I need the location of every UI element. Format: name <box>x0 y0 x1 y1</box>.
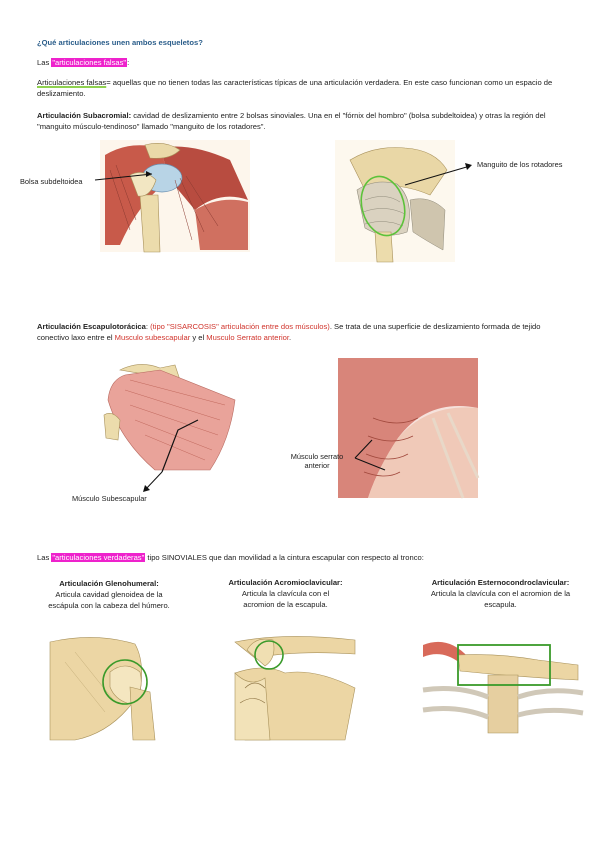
serratus-illustration <box>338 358 480 499</box>
falsas-suffix: : <box>127 58 130 67</box>
acromioclavicular-desc: Articula la clavícula con el acromion de… <box>241 589 330 609</box>
subscapularis-illustration <box>100 360 240 473</box>
escapulo-term: Articulación Escapulotorácica <box>37 322 146 331</box>
subacromial-paragraph: Articulación Subacromial: cavidad de des… <box>37 110 572 132</box>
glenohumeral-desc: Articula cavidad glenoidea de la escápul… <box>48 590 170 610</box>
verdaderas-highlight: "articulaciones verdaderas" <box>51 553 146 562</box>
serrato-label: Músculo serrato anterior <box>290 452 344 470</box>
verdaderas-heading: Las "articulaciones verdaderas" tipo SIN… <box>37 552 424 563</box>
escapulo-serrato: Musculo Serrato anterior <box>206 333 290 342</box>
esternocondroclavicular-block: Articulación Esternocondroclavicular: Ar… <box>418 577 583 610</box>
escapulotoracica-paragraph: Articulación Escapulotorácica: (tipo "SI… <box>37 321 572 343</box>
falsas-heading: Las "articulaciones falsas": <box>37 57 129 68</box>
acromioclavicular-illustration <box>234 636 356 741</box>
rotator-cuff-illustration <box>335 140 455 263</box>
esternocondroclavicular-desc: Articula la clavícula con el acromion de… <box>430 589 571 609</box>
escapulo-and: y el <box>190 333 207 342</box>
esternocondroclavicular-illustration <box>418 635 584 734</box>
manguito-label: Manguito de los rotadores <box>477 160 563 169</box>
glenohumeral-block: Articulación Glenohumeral: Articula cavi… <box>44 578 174 611</box>
subacromial-term: Articulación Subacromial: <box>37 111 132 120</box>
verdaderas-prefix: Las <box>37 553 52 562</box>
verdaderas-suffix: tipo SINOVIALES que dan movilidad a la c… <box>145 553 424 562</box>
bolsa-label: Bolsa subdeltoidea <box>20 177 83 186</box>
page-title: ¿Qué articulaciones unen ambos esqueleto… <box>37 38 203 47</box>
falsas-prefix: Las <box>37 58 52 67</box>
falsas-term: Articulaciones falsas <box>37 78 107 87</box>
acromioclavicular-title: Articulación Acromioclavicular: <box>228 578 343 587</box>
subescapular-label: Músculo Subescapular <box>72 494 147 503</box>
glenohumeral-title: Articulación Glenohumeral: <box>59 579 159 588</box>
glenohumeral-illustration <box>49 637 156 741</box>
escapulo-colon: : <box>145 322 151 331</box>
falsas-highlight: "articulaciones falsas" <box>51 58 128 67</box>
subacromial-text: cavidad de deslizamiento entre 2 bolsas … <box>37 111 546 131</box>
falsas-definition: Articulaciones falsas= aquellas que no t… <box>37 77 567 99</box>
acromioclavicular-block: Articulación Acromioclavicular: Articula… <box>228 577 343 610</box>
esternocondroclavicular-title: Articulación Esternocondroclavicular: <box>431 578 570 587</box>
falsas-def-text: = aquellas que no tienen todas las carac… <box>37 78 553 98</box>
escapulo-mid: . Se trata de una superficie de deslizam… <box>37 322 541 342</box>
escapulo-type: (tipo "SISARCOSIS" articulación entre do… <box>150 322 330 331</box>
escapulo-end: . <box>289 333 292 342</box>
escapulo-subescapular: Musculo subescapular <box>114 333 191 342</box>
shoulder-bursa-illustration <box>100 140 250 253</box>
